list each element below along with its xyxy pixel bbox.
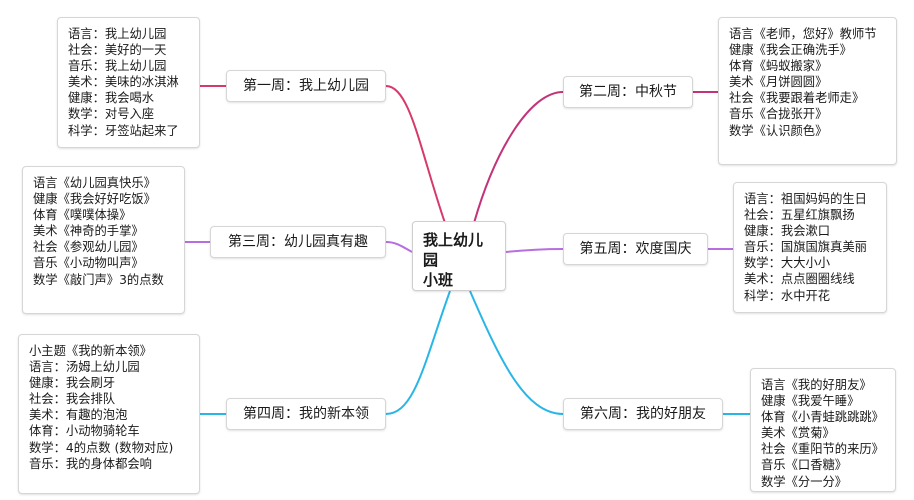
- week-6-node[interactable]: 第六周：我的好朋友: [563, 398, 723, 430]
- week-1-label: 第一周：我上幼儿园: [243, 78, 369, 94]
- detail-line: 语言《老师，您好》教师节: [729, 27, 877, 41]
- detail-line: 语言《我的好朋友》: [761, 378, 872, 392]
- week-2-node[interactable]: 第二周：中秋节: [563, 76, 693, 108]
- detail-line: 健康《我会好好吃饭》: [33, 192, 156, 207]
- detail-line: 健康：我会刷牙: [29, 376, 116, 391]
- detail-line: 体育：小动物骑轮车: [29, 424, 140, 439]
- central-subtitle: 小班: [423, 271, 454, 289]
- detail-line: 音乐：我的身体都会响: [29, 456, 152, 471]
- link-center-w2: [473, 91, 564, 224]
- week-6-details[interactable]: 语言《我的好朋友》 健康《我爱午睡》 体育《小青蛙跳跳跳》 美术《赏菊》 社会《…: [750, 368, 896, 492]
- week-4-node[interactable]: 第四周：我的新本领: [226, 398, 386, 430]
- detail-line: 数学：对号入座: [68, 107, 155, 122]
- detail-line: 美术《赏菊》: [761, 426, 835, 441]
- detail-line: 社会：我会排队: [29, 392, 116, 407]
- detail-line: 小主题《我的新本领》: [29, 344, 152, 358]
- detail-line: 数学：大大小小: [744, 256, 831, 271]
- detail-line: 体育《小青蛙跳跳跳》: [761, 410, 884, 425]
- week-5-node[interactable]: 第五周：欢度国庆: [563, 233, 708, 265]
- week-4-details[interactable]: 小主题《我的新本领》 语言：汤姆上幼儿园 健康：我会刷牙 社会：我会排队 美术：…: [18, 334, 200, 494]
- detail-line: 数学《敲门声》3的点数: [33, 272, 164, 287]
- detail-line: 美术：点点圈圈线线: [744, 272, 855, 287]
- detail-line: 音乐：我上幼儿园: [68, 59, 167, 74]
- week-5-details[interactable]: 语言：祖国妈妈的生日 社会：五星红旗飘扬 健康：我会漱口 音乐：国旗国旗真美丽 …: [733, 182, 887, 313]
- detail-line: 社会《参观幼儿园》: [33, 240, 144, 255]
- week-1-details[interactable]: 语言：我上幼儿园 社会：美好的一天 音乐：我上幼儿园 美术：美味的冰淇淋 健康：…: [57, 17, 200, 148]
- detail-line: 音乐《合拢张开》: [729, 107, 828, 122]
- detail-line: 健康《我会正确洗手》: [729, 43, 852, 58]
- detail-line: 语言《幼儿园真快乐》: [33, 176, 156, 190]
- detail-line: 社会《重阳节的来历》: [761, 442, 884, 457]
- detail-line: 社会《我要跟着老师走》: [729, 91, 865, 106]
- detail-line: 健康《我爱午睡》: [761, 394, 860, 409]
- detail-line: 音乐：国旗国旗真美丽: [744, 240, 867, 255]
- week-2-label: 第二周：中秋节: [579, 84, 677, 100]
- detail-line: 健康：我会漱口: [744, 224, 831, 239]
- week-6-label: 第六周：我的好朋友: [580, 406, 706, 422]
- week-1-node[interactable]: 第一周：我上幼儿园: [226, 70, 386, 102]
- link-center-w4: [385, 290, 451, 415]
- detail-line: 体育《噗噗体操》: [33, 208, 132, 223]
- link-center-w5: [505, 248, 564, 253]
- central-topic[interactable]: 我上幼儿园 小班: [412, 221, 506, 291]
- detail-line: 数学《分一分》: [761, 474, 848, 489]
- week-2-details[interactable]: 语言《老师，您好》教师节 健康《我会正确洗手》 体育《蚂蚁搬家》 美术《月饼圆圆…: [718, 17, 897, 165]
- detail-line: 语言：汤姆上幼儿园: [29, 360, 140, 375]
- link-center-w6: [469, 290, 564, 415]
- central-title: 我上幼儿园: [423, 231, 484, 269]
- detail-line: 健康：我会喝水: [68, 91, 155, 106]
- week-3-node[interactable]: 第三周：幼儿园真有趣: [210, 226, 386, 258]
- detail-line: 数学《认识颜色》: [729, 123, 828, 138]
- week-4-label: 第四周：我的新本领: [243, 406, 369, 422]
- detail-line: 社会：美好的一天: [68, 43, 167, 58]
- week-5-label: 第五周：欢度国庆: [579, 241, 692, 257]
- detail-line: 语言：我上幼儿园: [68, 27, 167, 41]
- detail-line: 数学：4的点数 (数物对应): [29, 440, 174, 455]
- detail-line: 音乐《小动物叫声》: [33, 256, 144, 271]
- detail-line: 音乐《口香糖》: [761, 458, 848, 473]
- detail-line: 美术：有趣的泡泡: [29, 408, 128, 423]
- detail-line: 语言：祖国妈妈的生日: [744, 192, 867, 206]
- detail-line: 体育《蚂蚁搬家》: [729, 59, 828, 74]
- detail-line: 科学：牙签站起来了: [68, 123, 179, 138]
- detail-line: 美术《神奇的手掌》: [33, 224, 144, 239]
- link-center-w3: [385, 241, 413, 253]
- detail-line: 美术《月饼圆圆》: [729, 75, 828, 90]
- detail-line: 科学：水中开花: [744, 288, 831, 303]
- week-3-details[interactable]: 语言《幼儿园真快乐》 健康《我会好好吃饭》 体育《噗噗体操》 美术《神奇的手掌》…: [22, 166, 185, 314]
- detail-line: 社会：五星红旗飘扬: [744, 208, 855, 223]
- detail-line: 美术：美味的冰淇淋: [68, 75, 179, 90]
- week-3-label: 第三周：幼儿园真有趣: [228, 234, 368, 250]
- link-center-w1: [385, 85, 446, 224]
